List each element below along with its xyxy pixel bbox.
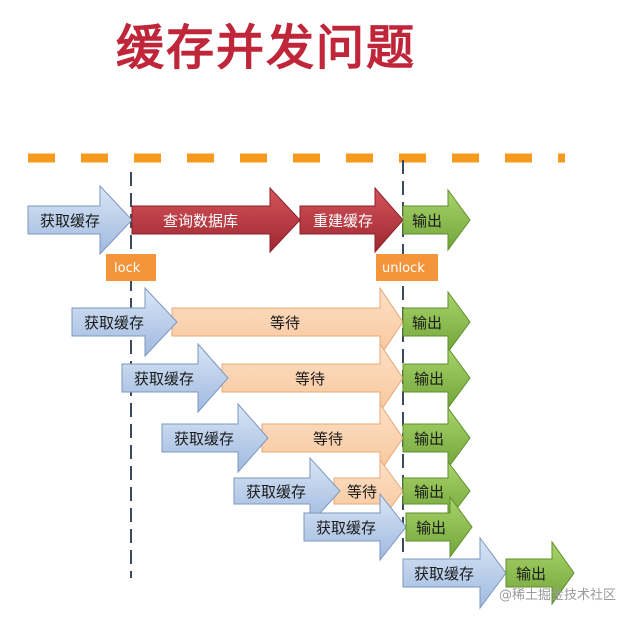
lock-badge bbox=[106, 254, 156, 281]
request-1: 获取缓存 查询数据库 重建缓存 输出 bbox=[27, 184, 471, 256]
request-4: 等待 获取缓存 输出 bbox=[161, 402, 471, 474]
lock-label: lock bbox=[114, 261, 141, 276]
output-label: 输出 bbox=[516, 565, 546, 583]
output-arrow bbox=[402, 346, 471, 410]
get-cache-arrow bbox=[27, 184, 133, 256]
output-label: 输出 bbox=[412, 314, 442, 332]
wait-arrow bbox=[261, 402, 404, 474]
get-cache-label: 获取缓存 bbox=[174, 430, 234, 448]
unlock-label: unlock bbox=[382, 261, 425, 276]
unlock-badge bbox=[376, 254, 438, 281]
query-db-arrow bbox=[131, 186, 301, 254]
get-cache-arrow bbox=[233, 456, 341, 526]
output-label: 输出 bbox=[414, 483, 444, 501]
wait-label: 等待 bbox=[347, 483, 377, 501]
get-cache-arrow bbox=[71, 286, 178, 358]
watermark: @稀土掘金技术社区 bbox=[498, 588, 616, 603]
output-arrow bbox=[402, 290, 471, 354]
query-db-label: 查询数据库 bbox=[163, 212, 238, 230]
get-cache-label: 获取缓存 bbox=[84, 314, 144, 332]
get-cache-label: 获取缓存 bbox=[316, 519, 376, 537]
page-title: 缓存并发问题 bbox=[116, 20, 417, 76]
output-label: 输出 bbox=[414, 430, 444, 448]
output-label: 输出 bbox=[412, 212, 442, 230]
get-cache-label: 获取缓存 bbox=[134, 370, 194, 388]
get-cache-label: 获取缓存 bbox=[414, 565, 474, 583]
request-6: 获取缓存 输出 bbox=[303, 492, 473, 562]
request-7: 获取缓存 输出 bbox=[402, 536, 575, 610]
output-arrow bbox=[402, 406, 471, 470]
get-cache-arrow bbox=[161, 402, 269, 474]
get-cache-label: 获取缓存 bbox=[40, 212, 100, 230]
get-cache-arrow bbox=[303, 492, 407, 562]
get-cache-label: 获取缓存 bbox=[246, 483, 306, 501]
wait-label: 等待 bbox=[270, 314, 300, 332]
output-label: 输出 bbox=[414, 370, 444, 388]
rebuild-cache-label: 重建缓存 bbox=[313, 212, 373, 230]
request-2: 等待 获取缓存 输出 bbox=[71, 286, 471, 358]
wait-label: 等待 bbox=[295, 370, 325, 388]
output-arrow bbox=[402, 188, 471, 252]
output-arrow bbox=[505, 540, 575, 606]
request-3: 等待 获取缓存 输出 bbox=[121, 342, 471, 414]
get-cache-arrow bbox=[402, 536, 507, 610]
output-label: 输出 bbox=[416, 519, 446, 537]
wait-arrow bbox=[221, 342, 404, 414]
wait-arrow bbox=[171, 286, 404, 358]
rebuild-cache-arrow bbox=[299, 186, 404, 254]
output-arrow bbox=[405, 495, 473, 559]
get-cache-arrow bbox=[121, 342, 229, 414]
wait-label: 等待 bbox=[313, 430, 343, 448]
